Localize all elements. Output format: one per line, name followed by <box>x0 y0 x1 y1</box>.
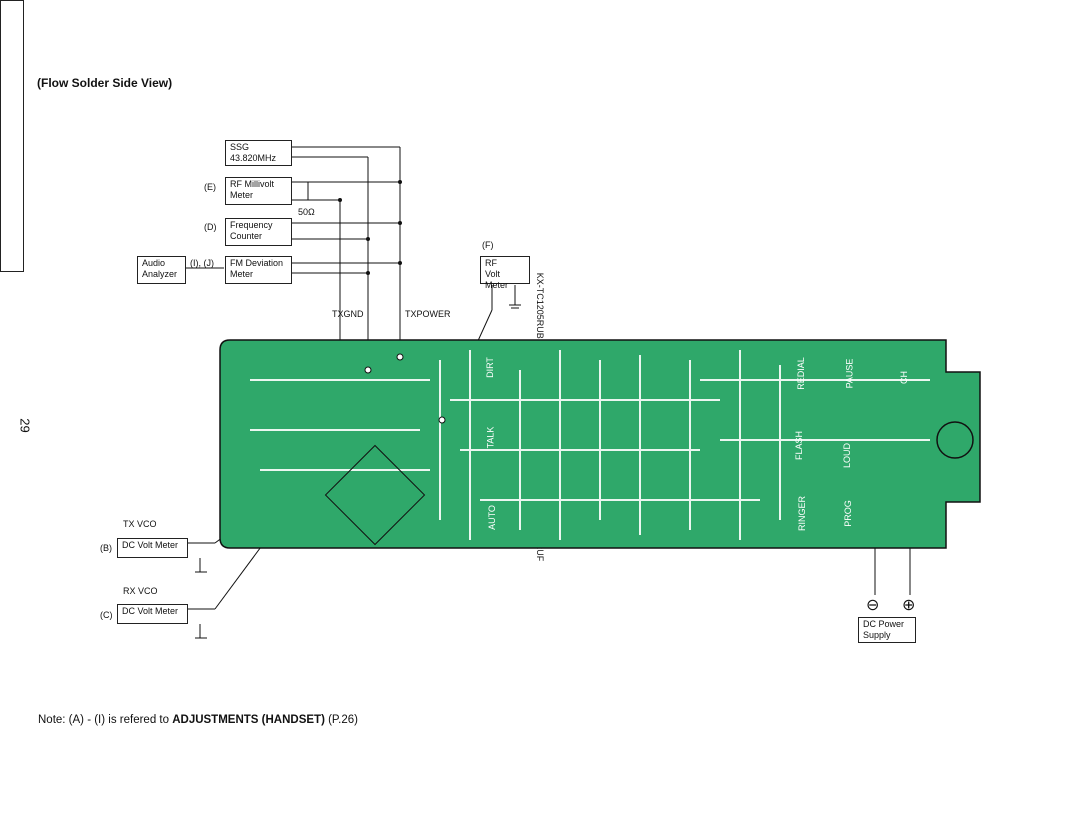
board-label-ch: CH <box>899 371 909 384</box>
audio-analyzer-line1: Audio <box>142 258 166 268</box>
rf-volt-tag: (F) <box>482 240 494 250</box>
note-prefix: Note: (A) - (I) is refered to <box>38 714 173 726</box>
note-bold: ADJUSTMENTS (HANDSET) <box>172 714 325 726</box>
rf-millivolt-tag: (E) <box>204 182 216 192</box>
rf-millivolt-line1: RF Millivolt <box>230 179 274 189</box>
dc-volt-b-label: DC Volt Meter <box>122 540 179 550</box>
ssg-line1: SSG <box>230 142 250 152</box>
board-label-prog: PROG <box>842 500 853 527</box>
rx-vco-label: RX VCO <box>123 586 158 596</box>
freq-counter-box: Frequency Counter <box>225 218 292 246</box>
rf-millivolt-line2: Meter <box>230 190 254 200</box>
freq-counter-tag: (D) <box>204 222 217 232</box>
dc-volt-b-box: DC Volt Meter <box>117 538 188 558</box>
adjustment-note: Note: (A) - (I) is refered to ADJUSTMENT… <box>38 714 358 726</box>
fm-deviation-tag: (I), (J) <box>190 258 214 268</box>
page-title: (Flow Solder Side View) <box>37 76 173 90</box>
dc-volt-c-label: DC Volt Meter <box>122 606 179 616</box>
dc-power-line1: DC Power <box>863 619 905 629</box>
dc-power-box: DC Power Supply <box>858 617 916 643</box>
rf-volt-line1: RF <box>485 258 497 268</box>
board-label-pause: PAUSE <box>844 358 855 389</box>
board-label-dirt: DIRT <box>484 357 495 378</box>
rf-volt-box: RF Volt Meter <box>480 256 530 290</box>
freq-counter-line2: Counter <box>230 231 263 241</box>
rf-millivolt-box: RF Millivolt Meter <box>225 177 292 205</box>
note-suffix: (P.26) <box>324 714 358 726</box>
dc-power-line2: Supply <box>863 630 891 640</box>
dc-plus-icon: ⊕ <box>902 597 916 614</box>
fm-deviation-line1: FM Deviation <box>230 258 284 268</box>
dc-volt-b-tag: (B) <box>100 543 112 553</box>
txpower-label: TXPOWER <box>405 309 451 319</box>
board-label-ringer: RINGER <box>797 495 808 532</box>
ssg-line2: 43.820MHz <box>230 153 277 163</box>
dc-volt-c-tag: (C) <box>100 610 113 620</box>
board-label-flash: FLASH <box>794 430 805 461</box>
board-label-redial: REDIAL <box>795 357 806 390</box>
board-label-talk: TALK <box>485 426 496 449</box>
audio-analyzer-line2: Analyzer <box>142 269 178 279</box>
rf-volt-line2: Volt Meter <box>485 269 509 290</box>
fm-deviation-box: FM Deviation Meter <box>225 256 292 284</box>
tx-vco-label: TX VCO <box>123 519 157 529</box>
board-label-loud: LOUD <box>842 442 853 469</box>
txgnd-label: TXGND <box>332 309 364 319</box>
ssg-box: SSG 43.820MHz <box>225 140 292 166</box>
board-label-auto: AUTO <box>486 505 497 530</box>
audio-analyzer-box: Audio Analyzer <box>137 256 186 284</box>
freq-counter-line1: Frequency <box>230 220 273 230</box>
resistor-value: 50Ω <box>298 207 315 217</box>
fm-deviation-line2: Meter <box>230 269 254 279</box>
dc-volt-c-box: DC Volt Meter <box>117 604 188 624</box>
model-side-label: KX-TC1205RUB / KX-TC1205RUW / KX-TC1205R… <box>0 0 545 561</box>
dc-minus-icon: ⊖ <box>866 597 880 614</box>
